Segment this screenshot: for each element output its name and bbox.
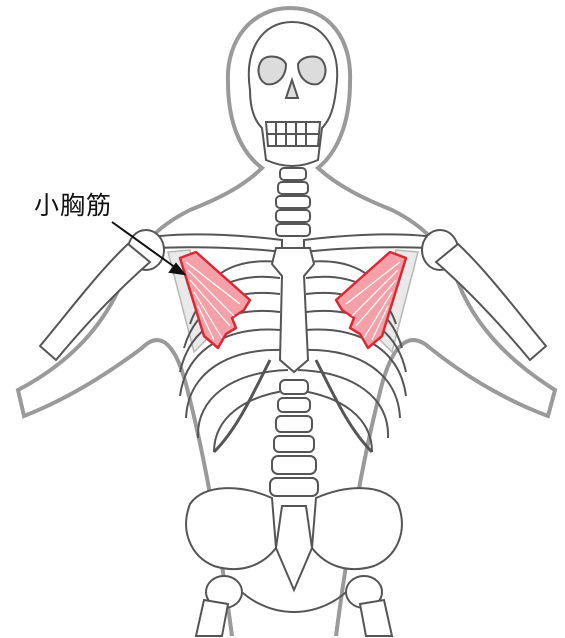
pelvis bbox=[186, 488, 402, 612]
cervical-spine bbox=[276, 168, 310, 236]
femurs bbox=[196, 600, 392, 636]
skull bbox=[249, 22, 337, 166]
sternum bbox=[272, 248, 314, 372]
muscle-label: 小胸筋 bbox=[34, 186, 112, 222]
lumbar-spine bbox=[270, 380, 318, 496]
